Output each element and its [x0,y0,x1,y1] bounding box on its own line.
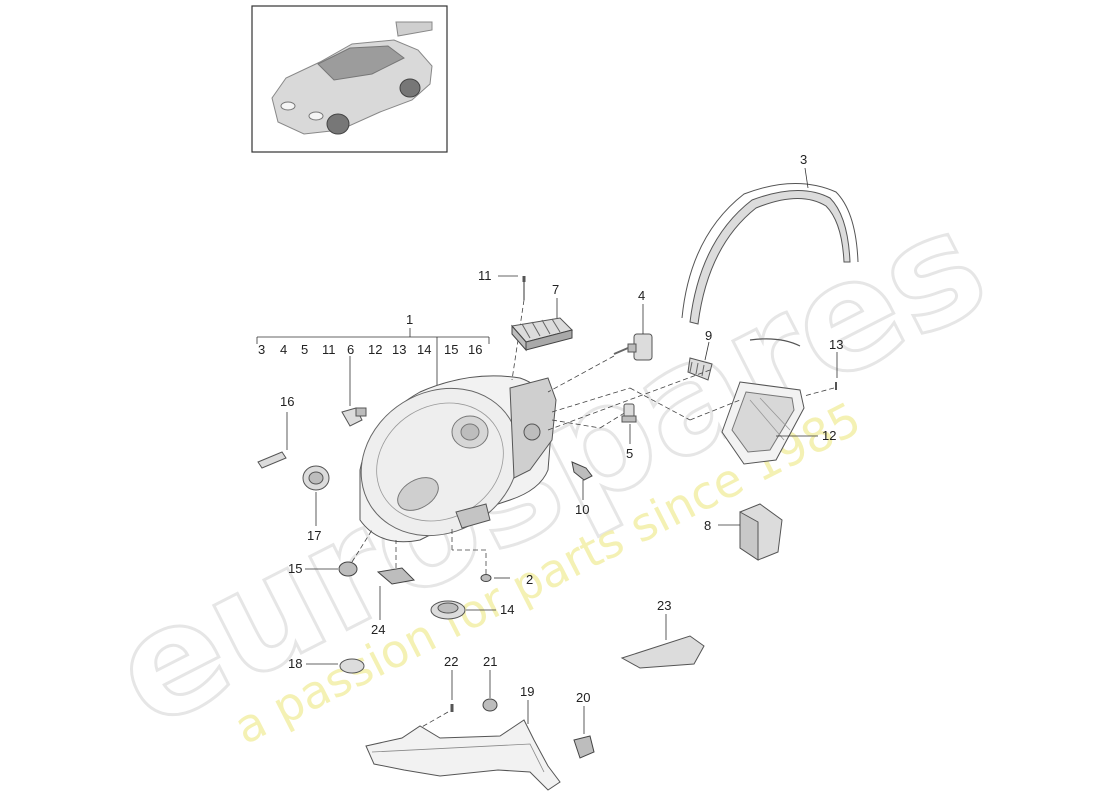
watermark: eurospares a passion for parts since 198… [86,175,1013,764]
callout-21: 21 [483,654,497,669]
callout-10: 10 [575,502,589,517]
part-7-module: 7 [511,282,573,352]
callout-8: 8 [704,518,711,533]
callout-19: 19 [520,684,534,699]
sub-item: 15 [444,342,458,357]
part-3-seal: 3 [681,152,859,347]
callout-3: 3 [800,152,807,167]
part-9-clip: 9 [687,328,713,381]
part-16-bulb: 16 [257,394,294,469]
part-14-seal: 14 [430,600,514,620]
sub-item: 3 [258,342,265,357]
part-17-socket: 17 [302,465,330,543]
callout-13: 13 [829,337,843,352]
sub-item: 13 [392,342,406,357]
callout-16: 16 [280,394,294,409]
callout-18: 18 [288,656,302,671]
assembly-lines [547,369,741,431]
part-19-bracket: 19 [365,684,561,791]
assembly-group-bracket: 1 3 4 5 11 6 12 13 14 15 16 [256,312,490,390]
headlight-housing [359,375,557,543]
part-2-washer: 2 [451,528,533,587]
callout-14: 14 [500,602,514,617]
part-21-nut: 21 [482,654,498,712]
part-15-cap: 15 [288,529,373,577]
sub-item: 5 [301,342,308,357]
part-18-lens: 18 [288,656,365,674]
car-illustration [271,21,433,135]
sub-item: 6 [347,342,354,357]
vehicle-thumbnail [251,5,448,153]
part-12-cover: 12 [721,381,836,465]
callout-7: 7 [552,282,559,297]
assembly-sub-items: 3 4 5 11 6 12 13 14 15 16 [258,342,482,357]
part-5-bulb: 5 [621,403,637,461]
part-4-igniter: 4 [547,288,653,393]
callout-11: 11 [478,268,492,283]
sub-item: 11 [322,342,336,357]
part-23-side-marker: 23 [620,598,705,669]
callout-22: 22 [444,654,458,669]
callout-1: 1 [406,312,413,327]
part-6-bulb: 6 [341,356,367,427]
callout-2: 2 [526,572,533,587]
part-11-screw: 11 [478,268,526,381]
part-10-bulb: 10 [571,461,593,517]
part-13-screw: 13 [803,337,843,397]
callout-20: 20 [576,690,590,705]
callout-9: 9 [705,328,712,343]
callout-23: 23 [657,598,671,613]
part-20-clip: 20 [573,690,595,759]
sub-item: 16 [468,342,482,357]
callout-17: 17 [307,528,321,543]
sub-item: 12 [368,342,382,357]
watermark-brand: eurospares [87,176,1011,762]
callout-15: 15 [288,561,302,576]
part-8-control-unit: 8 [704,503,783,561]
sub-item: 14 [417,342,431,357]
sub-item: 4 [280,342,287,357]
callout-4: 4 [638,288,645,303]
part-24-bracket: 24 [371,540,416,637]
callout-5: 5 [626,446,633,461]
callout-24: 24 [371,622,385,637]
part-22-screw: 22 [419,654,458,729]
callout-12: 12 [822,428,836,443]
